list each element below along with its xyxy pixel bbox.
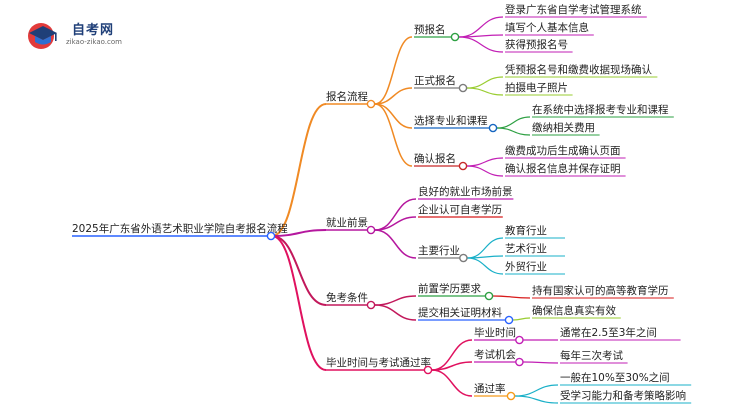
branch-0-topic-3-leaf-0[interactable]: 缴费成功后生成确认页面 (505, 144, 621, 157)
branch-1-topic-0-label[interactable]: 良好的就业市场前景 (418, 185, 513, 198)
connector-line (496, 127, 531, 136)
branch-3-label[interactable]: 毕业时间与考试通过率 (326, 356, 431, 369)
branch-1-topic-1-label[interactable]: 企业认可自考学历 (418, 203, 502, 216)
branch-3-topic-1-leaf-0[interactable]: 每年三次考试 (560, 349, 623, 362)
branch-0-topic-2-dot[interactable] (488, 123, 498, 133)
branch-1-topic-2-dot[interactable] (459, 253, 468, 263)
branch-2-topic-0-leaf-0[interactable]: 持有国家认可的高等教育学历 (532, 284, 669, 297)
branch-3-dot[interactable] (423, 365, 433, 375)
connector-line (271, 229, 327, 237)
connector-line (374, 304, 417, 321)
branch-3-topic-1-dot[interactable] (515, 357, 524, 367)
connector-lines (72, 16, 692, 404)
branch-3-topic-2-label[interactable]: 通过率 (474, 382, 506, 395)
connector-line (374, 103, 413, 167)
branch-0-label[interactable]: 报名流程 (326, 90, 368, 103)
branch-1-topic-2-label[interactable]: 主要行业 (418, 244, 460, 257)
connector-line (431, 369, 473, 397)
branch-0-topic-0-leaf-2[interactable]: 获得预报名号 (505, 38, 568, 51)
connector-line (514, 395, 559, 404)
branch-0-dot[interactable] (366, 99, 376, 109)
branch-2-topic-0-label[interactable]: 前置学历要求 (418, 282, 481, 295)
branch-1-topic-2-leaf-2[interactable]: 外贸行业 (505, 260, 547, 273)
connector-line (514, 384, 559, 397)
connector-line (496, 116, 531, 129)
connector-line (374, 87, 413, 105)
connector-line (492, 295, 531, 299)
branch-1-topic-2-leaf-1[interactable]: 艺术行业 (505, 242, 547, 255)
branch-2-dot[interactable] (366, 300, 376, 310)
branch-0-topic-3-dot[interactable] (458, 161, 468, 171)
branch-0-topic-1-label[interactable]: 正式报名 (414, 74, 456, 87)
branch-1-label[interactable]: 就业前景 (326, 216, 368, 229)
branch-3-topic-1-label[interactable]: 考试机会 (474, 348, 516, 361)
connector-line (466, 157, 504, 167)
branch-0-topic-0-label[interactable]: 预报名 (414, 23, 446, 36)
branch-0-topic-3-leaf-1[interactable]: 确认报名信息并保存证明 (505, 162, 621, 175)
logo-graduation-cap-icon (28, 23, 57, 49)
branch-3-topic-0-leaf-0[interactable]: 通常在2.5至3年之间 (560, 326, 657, 339)
connector-line (466, 76, 504, 89)
root-node-label[interactable]: 2025年广东省外语艺术职业学院自考报名流程 (72, 222, 288, 235)
connector-line (271, 103, 327, 237)
branch-2-topic-1-label[interactable]: 提交相关证明材料 (418, 306, 502, 319)
branch-0-topic-0-dot[interactable] (450, 32, 460, 42)
branch-2-topic-1-dot[interactable] (504, 315, 514, 325)
site-logo[interactable]: 自考网 zikao-zikao.com (26, 16, 146, 50)
branch-1-topic-2-leaf-0[interactable]: 教育行业 (505, 224, 547, 237)
connector-line (458, 36, 504, 53)
connector-line (374, 36, 413, 105)
branch-3-topic-2-leaf-0[interactable]: 一般在10%至30%之间 (560, 371, 670, 384)
connector-line (467, 237, 504, 259)
branch-1-dot[interactable] (366, 225, 376, 235)
branch-3-topic-0-dot[interactable] (515, 335, 524, 345)
branch-0-topic-3-label[interactable]: 确认报名 (414, 152, 456, 165)
branch-2-topic-0-dot[interactable] (484, 291, 494, 301)
connector-line (374, 198, 417, 231)
branch-0-topic-2-leaf-0[interactable]: 在系统中选择报考专业和课程 (532, 103, 669, 116)
connector-line (374, 216, 417, 231)
brand-site: zikao-zikao.com (66, 38, 122, 46)
connector-line (458, 16, 504, 38)
mind-map-nodes: 2025年广东省外语艺术职业学院自考报名流程 报名流程 预报名 登录广东省自学考试管理… (72, 3, 686, 402)
branch-2-label[interactable]: 免考条件 (326, 291, 368, 304)
connector-line (466, 165, 504, 177)
connector-line (466, 87, 504, 96)
branch-0-topic-1-leaf-1[interactable]: 拍摄电子照片 (505, 81, 568, 94)
connector-line (374, 103, 413, 129)
connector-line (374, 229, 417, 259)
branch-0-topic-0-leaf-0[interactable]: 登录广东省自学考试管理系统 (505, 3, 642, 16)
branch-3-topic-2-dot[interactable] (506, 391, 516, 401)
brand-name: 自考网 (72, 23, 115, 38)
connector-line (271, 235, 327, 371)
branch-0-topic-2-leaf-1[interactable]: 缴纳相关费用 (532, 121, 595, 134)
root-node-dot[interactable] (266, 231, 276, 241)
branch-0-topic-1-leaf-0[interactable]: 凭预报名号和缴费收据现场确认 (505, 63, 652, 76)
branch-0-topic-1-dot[interactable] (458, 83, 468, 93)
branch-0-topic-2-label[interactable]: 选择专业和课程 (414, 114, 488, 127)
connector-line (271, 235, 327, 306)
branch-2-topic-1-leaf-0[interactable]: 确保信息真实有效 (532, 304, 616, 317)
branch-0-topic-0-leaf-1[interactable]: 填写个人基本信息 (505, 21, 589, 34)
connector-line (512, 317, 531, 321)
branch-3-topic-0-label[interactable]: 毕业时间 (474, 326, 516, 339)
branch-3-topic-2-leaf-1[interactable]: 受学习能力和备考策略影响 (560, 389, 686, 402)
connector-line (523, 361, 559, 364)
connector-line (467, 257, 504, 275)
connector-line (374, 295, 417, 306)
